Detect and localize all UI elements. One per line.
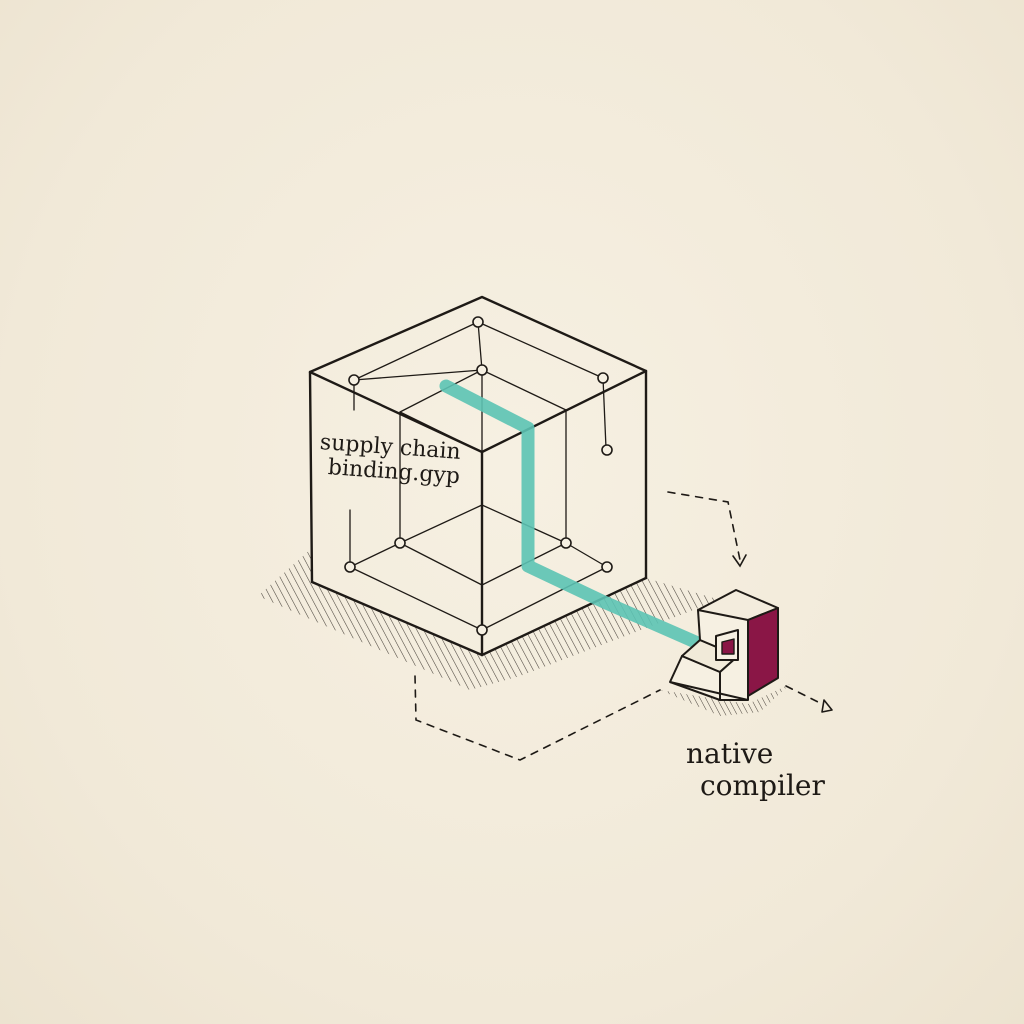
node <box>601 561 613 573</box>
node <box>601 444 613 456</box>
compiler-label-line2: compiler <box>700 769 825 803</box>
node <box>476 624 488 636</box>
node <box>597 372 609 384</box>
data-path <box>439 379 707 651</box>
cube-inner <box>349 321 608 631</box>
node <box>472 316 484 328</box>
compiler-label: native compiler <box>686 737 825 803</box>
cube-outer <box>308 295 648 657</box>
node <box>344 561 356 573</box>
dashed-loop <box>414 675 661 761</box>
node <box>476 364 488 376</box>
node <box>348 374 360 386</box>
dashed-arrow-out <box>785 685 823 705</box>
cube-nodes <box>344 316 613 636</box>
compiler-block <box>669 589 779 701</box>
arrowhead-icon <box>821 699 833 713</box>
node <box>394 537 406 549</box>
compiler-shadow <box>660 684 790 716</box>
cube-label: supply chain binding.gyp <box>319 430 461 489</box>
arrowhead-icon <box>732 554 747 568</box>
compiler-label-line1: native <box>686 737 774 770</box>
dashed-arrow-in <box>667 491 741 561</box>
node <box>560 537 572 549</box>
